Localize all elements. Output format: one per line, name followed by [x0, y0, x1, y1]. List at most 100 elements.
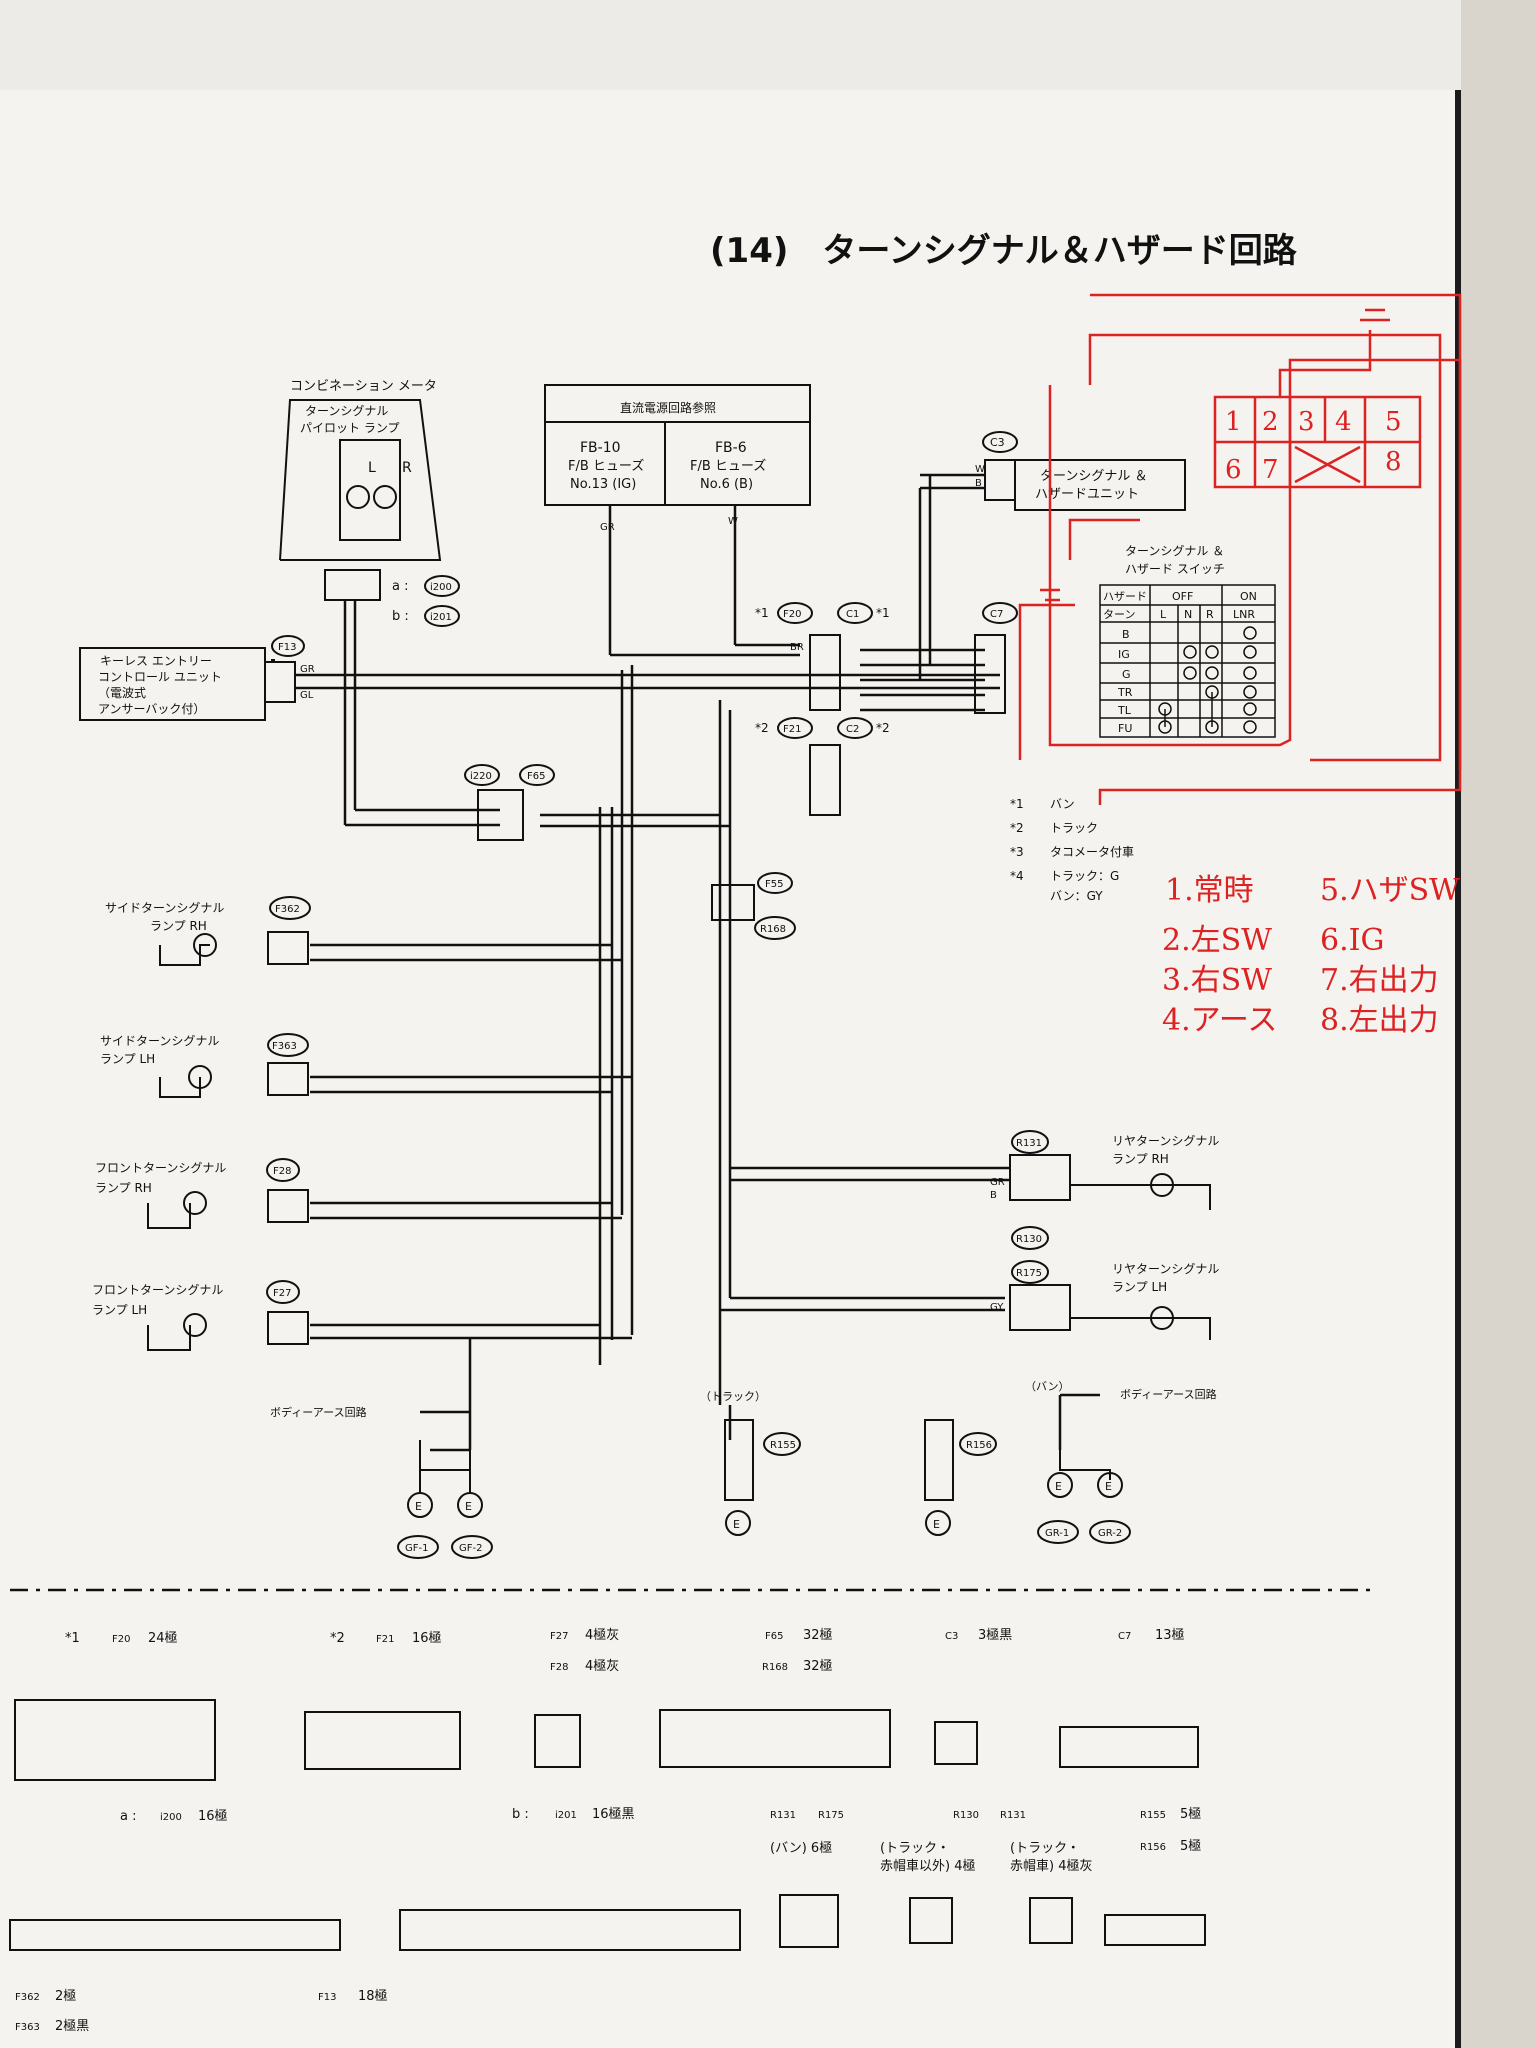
svg-text:タコメータ付車: タコメータ付車: [1050, 845, 1134, 859]
svg-text:1.常時: 1.常時: [1165, 873, 1254, 908]
svg-text:R: R: [1206, 608, 1214, 621]
note-s1-a: *1: [755, 606, 769, 620]
conn-f362: F362: [275, 904, 300, 915]
handwritten-overlay: [1018, 293, 1462, 805]
conn-f20: F20: [783, 609, 801, 620]
svg-text:E: E: [415, 1500, 422, 1513]
svg-text:G: G: [1122, 668, 1131, 681]
front-lh-line2: ランプ LH: [92, 1303, 147, 1317]
svg-text:GY: GY: [990, 1302, 1004, 1313]
label-b: b :: [392, 609, 409, 624]
svg-text:13極: 13極: [1155, 1627, 1185, 1643]
conn-i201: i201: [424, 605, 460, 627]
svg-text:*3: *3: [1010, 845, 1024, 859]
fuse-right-id: FB-6: [715, 440, 747, 456]
svg-text:バン：GY: バン：GY: [1050, 889, 1103, 903]
rear-rh-line1: リヤターンシグナル: [1112, 1134, 1219, 1148]
svg-text:i200: i200: [160, 1812, 182, 1823]
note-s2-b: *2: [876, 721, 890, 735]
page-title: (14) ターンシグナル＆ハザード回路: [710, 231, 1298, 271]
svg-text:GR-1: GR-1: [1045, 1528, 1069, 1539]
hazard-unit-label1: ターンシグナル ＆: [1040, 469, 1147, 484]
fuse-left-no: No.13 (IG): [570, 477, 636, 492]
conn-i200: i200: [424, 575, 460, 597]
svg-text:トラック：G: トラック：G: [1050, 869, 1119, 883]
svg-text:R156: R156: [1140, 1842, 1166, 1853]
svg-text:IG: IG: [1118, 648, 1130, 661]
main-harness: [295, 473, 1100, 1452]
svg-text:16極黒: 16極黒: [592, 1806, 635, 1822]
svg-text:C7: C7: [1118, 1631, 1131, 1642]
svg-text:B: B: [1122, 628, 1130, 641]
svg-text:*1: *1: [1010, 797, 1024, 811]
svg-text:1: 1: [1225, 407, 1242, 437]
svg-text:a :: a :: [120, 1809, 136, 1824]
conn-c7: C7: [990, 609, 1003, 620]
svg-text:E: E: [465, 1500, 472, 1513]
svg-text:R130: R130: [953, 1810, 979, 1821]
svg-text:4極灰: 4極灰: [585, 1658, 619, 1674]
connector-faces: [9, 1699, 1206, 1951]
conn-r130: R130: [1016, 1234, 1042, 1245]
conn-f55: F55: [765, 879, 783, 890]
svg-text:8.左出力: 8.左出力: [1320, 1003, 1439, 1038]
svg-text:6: 6: [1225, 455, 1242, 485]
keyless-line4: アンサーバック付）: [98, 702, 205, 716]
conn-c3: C3: [990, 436, 1005, 449]
svg-text:2極: 2極: [55, 1988, 76, 2004]
svg-text:OFF: OFF: [1172, 590, 1193, 603]
svg-text:*4: *4: [1010, 869, 1024, 883]
svg-text:（バン）: （バン）: [1025, 1380, 1070, 1393]
rear-rh-line2: ランプ RH: [1112, 1152, 1169, 1166]
svg-text:4: 4: [1335, 407, 1352, 437]
svg-text:F20: F20: [112, 1634, 130, 1645]
svg-text:i201: i201: [430, 612, 452, 623]
svg-text:ON: ON: [1240, 590, 1257, 603]
conn-r175: R175: [1016, 1268, 1042, 1279]
svg-text:24極: 24極: [148, 1630, 178, 1646]
svg-text:ボディーアース回路: ボディーアース回路: [1120, 1387, 1217, 1401]
svg-text:GR-2: GR-2: [1098, 1528, 1122, 1539]
svg-text:F13: F13: [318, 1992, 336, 2003]
svg-text:16極: 16極: [198, 1808, 228, 1824]
switch-table: [1099, 584, 1276, 738]
svg-text:E: E: [1055, 1480, 1062, 1493]
conn-c2: C2: [846, 724, 859, 735]
svg-text:R175: R175: [818, 1810, 844, 1821]
svg-text:GF-1: GF-1: [405, 1543, 428, 1554]
svg-text:16極: 16極: [412, 1630, 442, 1646]
svg-text:2.左SW: 2.左SW: [1162, 923, 1272, 958]
front-lh-line1: フロントターンシグナル: [92, 1283, 223, 1297]
svg-text:LNR: LNR: [1233, 608, 1255, 621]
svg-text:L: L: [1160, 608, 1167, 621]
svg-text:F27: F27: [550, 1631, 568, 1642]
svg-text:W: W: [728, 516, 738, 527]
svg-text:E: E: [733, 1518, 740, 1531]
switch-label2: ハザード スイッチ: [1125, 562, 1225, 576]
svg-text:BR: BR: [790, 642, 804, 653]
conn-c1: C1: [846, 609, 859, 620]
svg-text:ボディーアース回路: ボディーアース回路: [270, 1405, 367, 1419]
conn-f28: F28: [273, 1166, 291, 1177]
svg-text:TR: TR: [1117, 686, 1133, 699]
svg-text:R156: R156: [966, 1440, 992, 1451]
svg-text:i201: i201: [555, 1810, 577, 1821]
svg-text:*2: *2: [1010, 821, 1024, 835]
side-lh-line1: サイドターンシグナル: [100, 1034, 219, 1048]
connector-stacks: [271, 602, 1018, 940]
note-s2-a: *2: [755, 721, 769, 735]
svg-text:（トラック）: （トラック）: [700, 1390, 766, 1403]
handwritten-grid-numbers: 1 2 3 4 5 6 7 8: [1225, 407, 1402, 485]
svg-text:2: 2: [1262, 407, 1279, 437]
svg-text:(トラック・: (トラック・: [880, 1841, 950, 1856]
svg-text:赤帽車) 4極灰: 赤帽車) 4極灰: [1010, 1858, 1092, 1874]
svg-text:F363: F363: [15, 2022, 40, 2033]
svg-text:バン: バン: [1050, 797, 1075, 811]
svg-text:GF-2: GF-2: [459, 1543, 482, 1554]
conn-f21: F21: [783, 724, 801, 735]
conn-f65: F65: [527, 771, 545, 782]
svg-text:R131: R131: [770, 1810, 796, 1821]
